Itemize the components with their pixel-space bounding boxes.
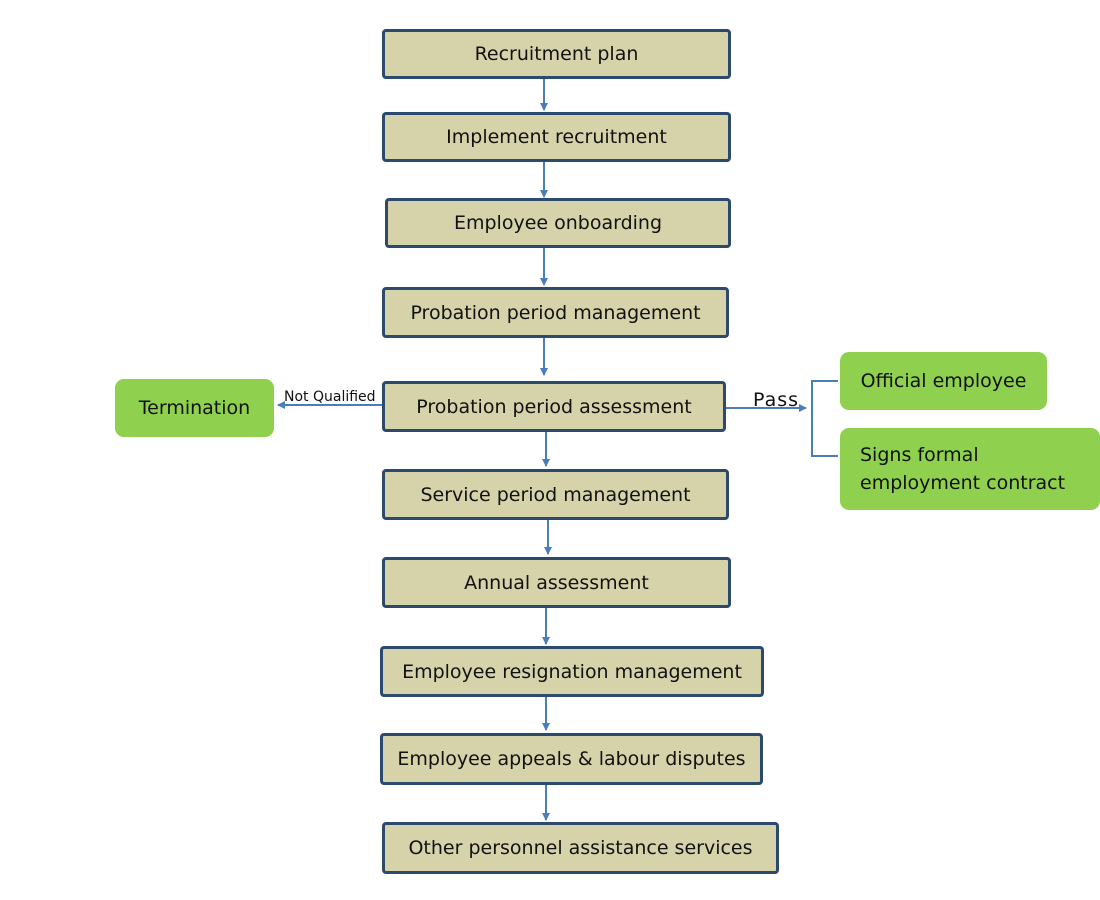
step-implement-recruitment: Implement recruitment (382, 112, 731, 162)
step-probation-management: Probation period management (382, 287, 729, 338)
not-qualified-label: Not Qualified (284, 389, 376, 405)
step-label: Probation period management (410, 301, 701, 324)
step-service-period-management: Service period management (382, 469, 729, 520)
outcome-formal-contract: Signs formal employment contract (840, 428, 1100, 510)
outcome-label: Official employee (860, 370, 1027, 392)
step-label: Recruitment plan (474, 43, 639, 65)
step-label: Service period management (420, 483, 691, 506)
step-label: Other personnel assistance services (408, 837, 753, 859)
outcome-label-line2: employment contract (860, 472, 1066, 494)
step-label: Probation period assessment (416, 395, 692, 418)
outcome-label-line1: Signs formal (860, 444, 979, 466)
step-label: Employee appeals & labour disputes (397, 748, 746, 770)
step-label: Implement recruitment (446, 126, 667, 148)
step-recruitment-plan: Recruitment plan (382, 29, 731, 79)
step-appeals-disputes: Employee appeals & labour disputes (380, 733, 763, 785)
step-probation-assessment: Probation period assessment (382, 381, 726, 432)
pass-bracket (811, 380, 838, 457)
step-employee-onboarding: Employee onboarding (385, 198, 731, 248)
step-annual-assessment: Annual assessment (382, 557, 731, 608)
outcome-termination: Termination (115, 379, 274, 437)
outcome-official-employee: Official employee (840, 352, 1047, 410)
step-other-assistance-services: Other personnel assistance services (382, 822, 779, 874)
pass-label: Pass (753, 389, 800, 411)
step-resignation-management: Employee resignation management (380, 646, 764, 697)
step-label: Employee onboarding (453, 212, 663, 234)
step-label: Annual assessment (464, 571, 649, 594)
step-label: Employee resignation management (402, 660, 742, 683)
outcome-label: Termination (138, 397, 251, 419)
